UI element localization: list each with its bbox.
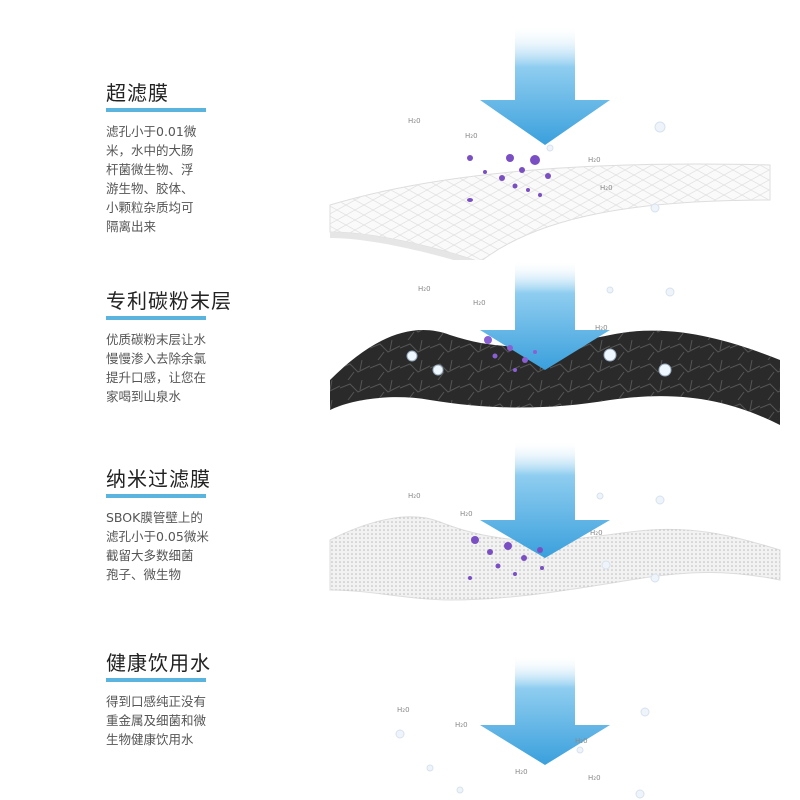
impurity-particles-icon <box>467 154 551 202</box>
svg-text:H₂0: H₂0 <box>397 706 410 714</box>
carbon-description: 优质碳粉末层让水 慢慢渗入去除余氯 提升口感，让您在 家喝到山泉水 <box>106 332 207 404</box>
impurity-particles-icon <box>484 336 537 372</box>
section-nano-filtration: 纳米过滤膜 SBOK膜管壁上的 滤孔小于0.05微米 截留大多数细菌 孢子、微生… <box>0 440 800 640</box>
heading-underline <box>106 108 206 112</box>
healthy-water-description: 得到口感纯正没有 重金属及细菌和微 生物健康饮用水 <box>106 694 207 747</box>
svg-text:H₂0: H₂0 <box>515 768 528 776</box>
svg-text:H₂0: H₂0 <box>595 324 608 332</box>
healthy-water-heading: 健康饮用水 <box>106 651 211 675</box>
svg-text:H₂0: H₂0 <box>408 117 421 125</box>
nano-text: 纳米过滤膜 SBOK膜管壁上的 滤孔小于0.05微米 截留大多数细菌 孢子、微生… <box>106 466 236 584</box>
ultrafiltration-heading: 超滤膜 <box>106 81 169 105</box>
svg-text:H₂0: H₂0 <box>588 774 601 782</box>
svg-text:H₂0: H₂0 <box>590 529 603 537</box>
svg-text:H₂0: H₂0 <box>418 285 431 293</box>
svg-text:H₂0: H₂0 <box>455 721 468 729</box>
carbon-text: 专利碳粉末层 优质碳粉末层让水 慢慢渗入去除余氯 提升口感，让您在 家喝到山泉水 <box>106 288 236 406</box>
svg-text:H₂0: H₂0 <box>460 510 473 518</box>
nano-heading: 纳米过滤膜 <box>106 467 211 491</box>
ultrafiltration-text: 超滤膜 滤孔小于0.01微 米，水中的大肠 杆菌微生物、浮 游生物、胶体、 小颗… <box>106 80 236 236</box>
svg-text:H₂0: H₂0 <box>473 299 486 307</box>
svg-text:H₂0: H₂0 <box>575 737 588 745</box>
heading-underline <box>106 316 206 320</box>
section-ultrafiltration: 超滤膜 滤孔小于0.01微 米，水中的大肠 杆菌微生物、浮 游生物、胶体、 小颗… <box>0 0 800 260</box>
down-arrow-icon <box>480 260 610 370</box>
svg-text:H₂0: H₂0 <box>600 184 613 192</box>
svg-text:H₂0: H₂0 <box>588 156 601 164</box>
heading-underline <box>106 494 206 498</box>
svg-text:H₂0: H₂0 <box>408 492 421 500</box>
carbon-heading: 专利碳粉末层 <box>106 289 232 313</box>
svg-text:H₂0: H₂0 <box>465 132 478 140</box>
heading-underline <box>106 678 206 682</box>
section-carbon-layer: 专利碳粉末层 优质碳粉末层让水 慢慢渗入去除余氯 提升口感，让您在 家喝到山泉水 <box>0 260 800 440</box>
healthy-water-text: 健康饮用水 得到口感纯正没有 重金属及细菌和微 生物健康饮用水 <box>106 650 236 749</box>
down-arrow-icon <box>480 655 610 765</box>
ultrafiltration-description: 滤孔小于0.01微 米，水中的大肠 杆菌微生物、浮 游生物、胶体、 小颗粒杂质均… <box>106 124 197 234</box>
nano-description: SBOK膜管壁上的 滤孔小于0.05微米 截留大多数细菌 孢子、微生物 <box>106 510 209 582</box>
impurity-particles-icon <box>468 536 544 580</box>
down-arrow-icon <box>480 25 610 145</box>
down-arrow-icon <box>480 440 610 558</box>
